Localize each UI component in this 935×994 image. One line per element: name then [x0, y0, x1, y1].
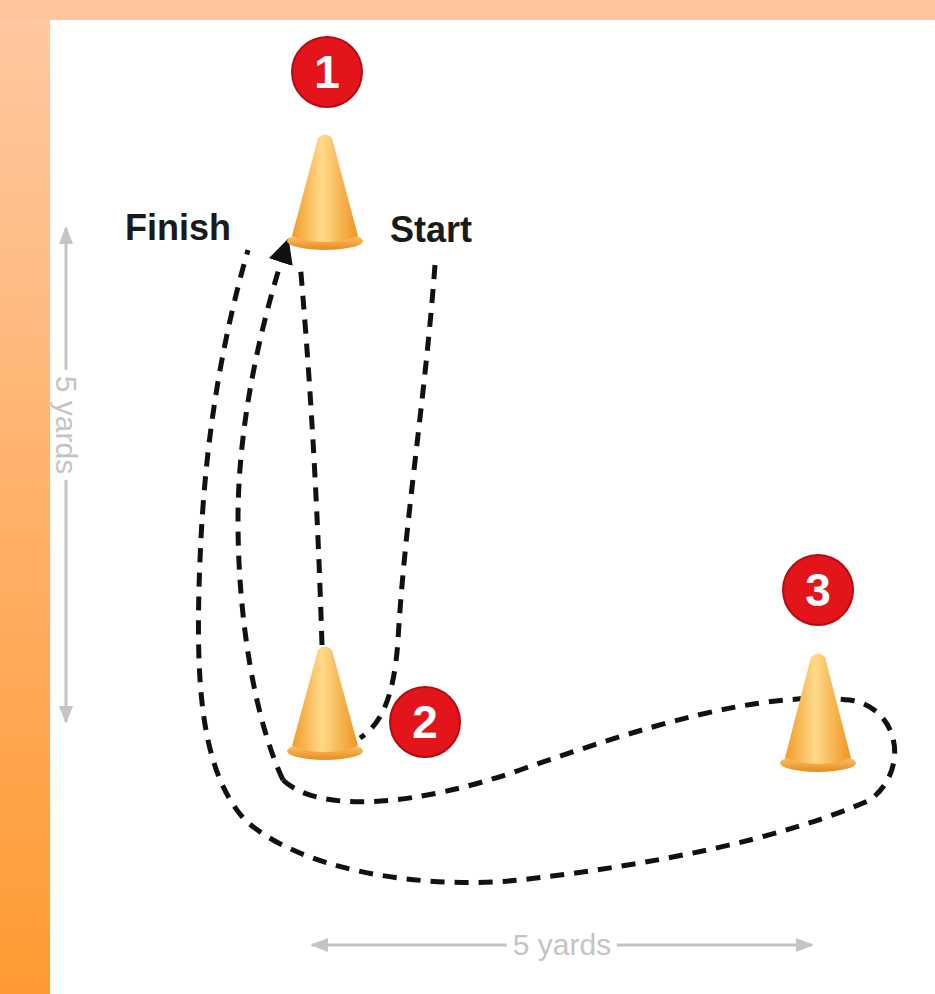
- callout-number: 1: [291, 36, 363, 108]
- frame-band: [0, 0, 50, 994]
- frame-band: [0, 0, 935, 20]
- cone-body: [292, 135, 358, 243]
- dimension-label: 5 yards: [507, 930, 617, 960]
- route-label: Start: [390, 212, 472, 248]
- callout-number-text: 2: [412, 699, 438, 745]
- callout-number: 2: [389, 686, 461, 758]
- callout-number-text: 1: [314, 49, 340, 95]
- training-cone: [287, 647, 363, 761]
- cone-body: [785, 654, 851, 765]
- cone-body: [292, 647, 358, 753]
- route-label: Finish: [125, 210, 231, 246]
- run-path: [198, 250, 894, 883]
- run-path: [238, 243, 287, 780]
- callout-number-text: 3: [805, 567, 831, 613]
- dimension-label: 5 yards: [51, 370, 81, 480]
- callout-number: 3: [782, 554, 854, 626]
- training-cone: [780, 654, 856, 773]
- run-path: [300, 262, 322, 645]
- run-path: [360, 265, 435, 738]
- training-cone: [287, 135, 363, 251]
